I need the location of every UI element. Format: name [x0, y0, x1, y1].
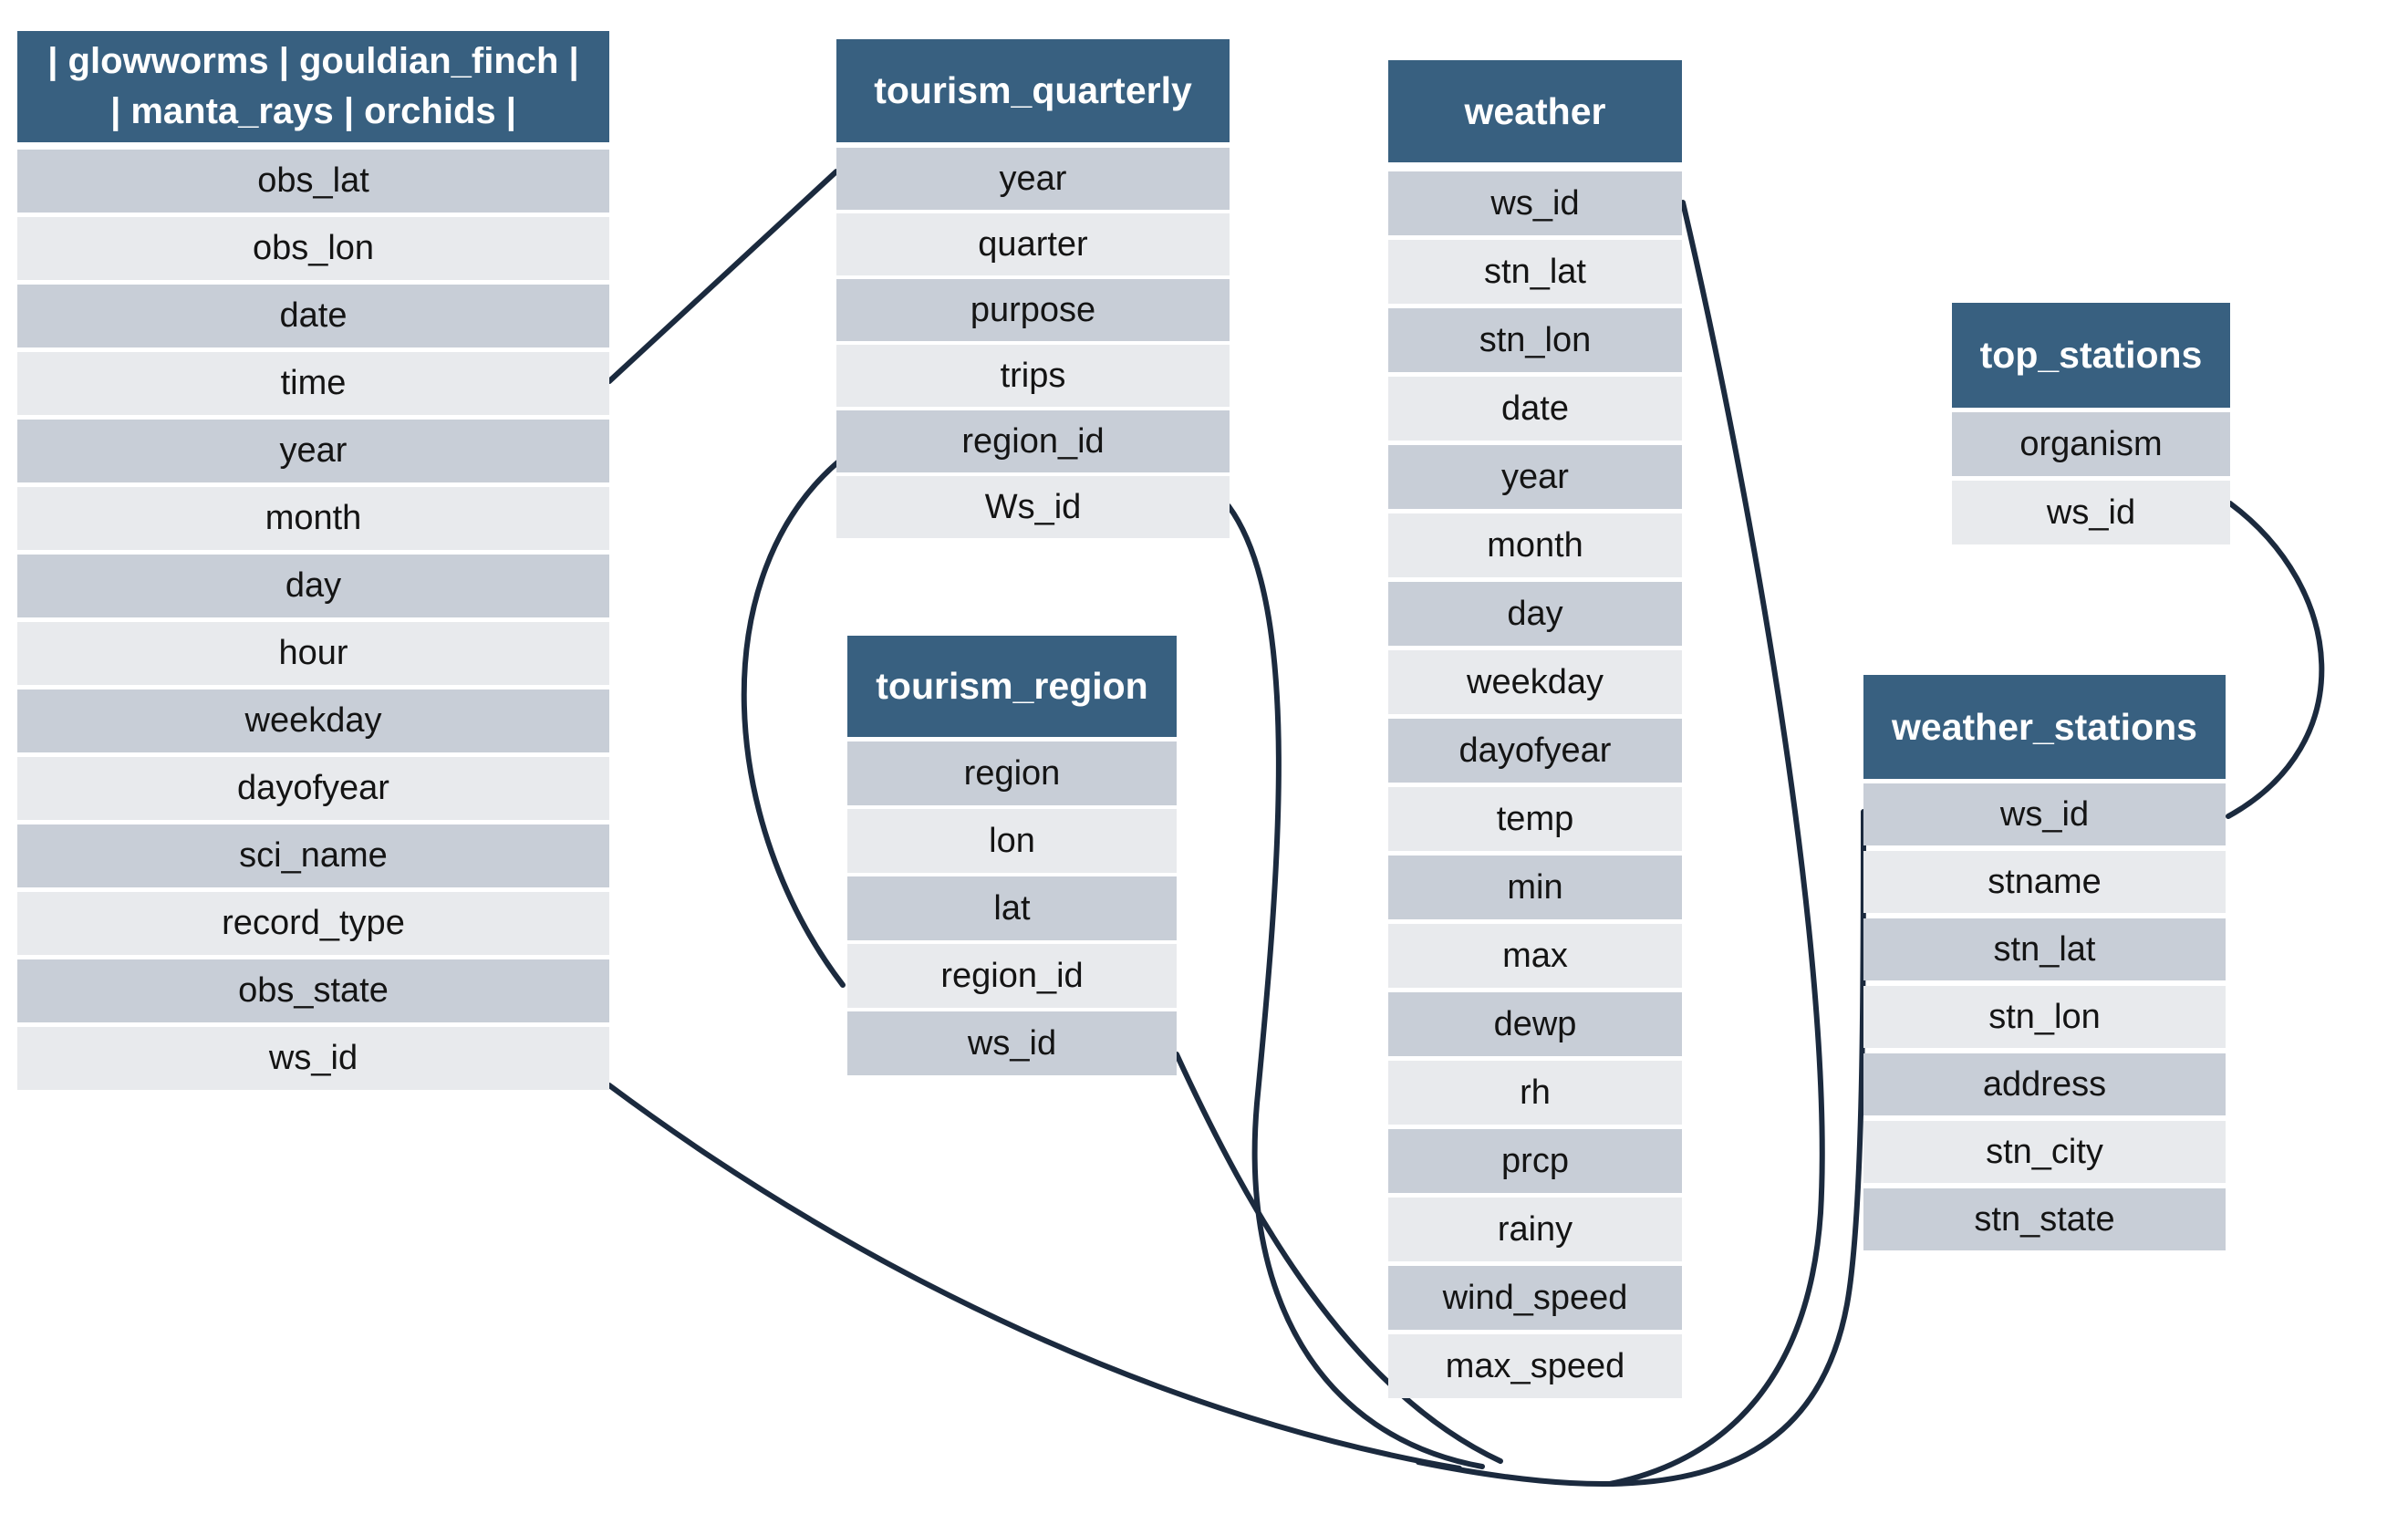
field-row-top_stations-organism: organism	[1952, 412, 2230, 476]
table-header-weather_stations: weather_stations	[1863, 675, 2226, 779]
field-row-weather-date: date	[1388, 377, 1682, 441]
field-row-top_stations-ws_id: ws_id	[1952, 481, 2230, 544]
field-row-weather_stations-stn_lon: stn_lon	[1863, 986, 2226, 1048]
field-row-weather-stn_lat: stn_lat	[1388, 240, 1682, 304]
field-row-organism-observations-time: time	[17, 352, 609, 415]
field-row-tourism_region-lon: lon	[847, 809, 1177, 873]
field-row-weather-max_speed: max_speed	[1388, 1334, 1682, 1398]
table-header-tourism_region: tourism_region	[847, 636, 1177, 737]
field-row-organism-observations-hour: hour	[17, 622, 609, 685]
field-row-weather-ws_id: ws_id	[1388, 171, 1682, 235]
field-row-organism-observations-dayofyear: dayofyear	[17, 757, 609, 820]
field-row-organism-observations-year: year	[17, 420, 609, 482]
field-row-tourism_quarterly-Ws_id: Ws_id	[836, 476, 1230, 538]
field-row-weather-max: max	[1388, 924, 1682, 988]
table-title-line: | glowworms | gouldian_finch |	[47, 40, 579, 81]
connector-tourism-region-wsid-to-weather-stations-wsid	[1174, 1052, 1503, 1464]
connector-observations-wsid-to-weather-stations-wsid	[607, 1083, 1462, 1471]
field-row-organism-observations-obs_state: obs_state	[17, 959, 609, 1022]
field-row-weather-month: month	[1388, 513, 1682, 577]
field-row-weather-dewp: dewp	[1388, 992, 1682, 1056]
field-row-weather_stations-stn_lat: stn_lat	[1863, 918, 2226, 980]
table-title-line: | manta_rays | orchids |	[110, 91, 516, 131]
field-row-organism-observations-obs_lat: obs_lat	[17, 150, 609, 213]
field-row-organism-observations-month: month	[17, 487, 609, 550]
table-title-line: top_stations	[1979, 334, 2203, 377]
table-title-line: weather	[1464, 89, 1606, 132]
field-row-weather-year: year	[1388, 445, 1682, 509]
field-row-organism-observations-sci_name: sci_name	[17, 824, 609, 887]
table-title-line: tourism_quarterly	[874, 69, 1192, 112]
table-header-weather: weather	[1388, 60, 1682, 162]
field-row-weather_stations-address: address	[1863, 1053, 2226, 1115]
table-organism-observations: | glowworms | gouldian_finch | | manta_ra…	[17, 31, 609, 1090]
field-row-organism-observations-ws_id: ws_id	[17, 1027, 609, 1090]
field-row-organism-observations-obs_lon: obs_lon	[17, 217, 609, 280]
field-row-organism-observations-record_type: record_type	[17, 892, 609, 955]
field-row-tourism_quarterly-region_id: region_id	[836, 410, 1230, 472]
table-header-tourism_quarterly: tourism_quarterly	[836, 39, 1230, 142]
table-title-line: tourism_region	[876, 665, 1148, 708]
field-row-weather-day: day	[1388, 582, 1682, 646]
field-row-weather-weekday: weekday	[1388, 650, 1682, 714]
field-row-weather-prcp: prcp	[1388, 1129, 1682, 1193]
field-row-weather-dayofyear: dayofyear	[1388, 719, 1682, 783]
field-row-weather-stn_lon: stn_lon	[1388, 308, 1682, 372]
field-row-weather_stations-stn_state: stn_state	[1863, 1188, 2226, 1250]
field-row-tourism_region-region: region	[847, 741, 1177, 805]
connector-weather-wsid-to-weather-stations-wsid	[1607, 200, 1825, 1487]
connector-observations-time-to-tourism-quarterly-year	[607, 169, 839, 384]
table-header-top_stations: top_stations	[1952, 303, 2230, 408]
table-header-organism-observations: | glowworms | gouldian_finch | | manta_ra…	[17, 31, 609, 142]
field-row-organism-observations-weekday: weekday	[17, 690, 609, 752]
connector-tourism-quarterly-wsid-to-weather-stations-wsid	[1226, 503, 1485, 1469]
field-row-weather_stations-stname: stname	[1863, 851, 2226, 913]
connector-top-stations-wsid-to-weather-stations-wsid	[2226, 501, 2325, 819]
connector-tourism-quarterly-region-id-to-tourism-region-region-id	[741, 456, 846, 988]
field-row-organism-observations-day: day	[17, 555, 609, 617]
field-row-tourism_quarterly-quarter: quarter	[836, 213, 1230, 275]
field-row-tourism_quarterly-trips: trips	[836, 345, 1230, 407]
field-row-tourism_region-lat: lat	[847, 876, 1177, 940]
field-row-tourism_region-ws_id: ws_id	[847, 1011, 1177, 1075]
field-row-organism-observations-date: date	[17, 285, 609, 347]
field-row-weather-temp: temp	[1388, 787, 1682, 851]
field-row-weather_stations-stn_city: stn_city	[1863, 1121, 2226, 1183]
field-row-weather-min: min	[1388, 856, 1682, 919]
field-row-weather_stations-ws_id: ws_id	[1863, 783, 2226, 845]
field-row-tourism_region-region_id: region_id	[847, 944, 1177, 1008]
field-row-weather-wind_speed: wind_speed	[1388, 1266, 1682, 1330]
field-row-weather-rh: rh	[1388, 1061, 1682, 1125]
table-title-line: weather_stations	[1892, 705, 2197, 748]
field-row-tourism_quarterly-purpose: purpose	[836, 279, 1230, 341]
connector-bundle-ascent-to-weather-stations-wsid	[1416, 809, 1866, 1488]
field-row-tourism_quarterly-year: year	[836, 148, 1230, 210]
field-row-weather-rainy: rainy	[1388, 1198, 1682, 1261]
